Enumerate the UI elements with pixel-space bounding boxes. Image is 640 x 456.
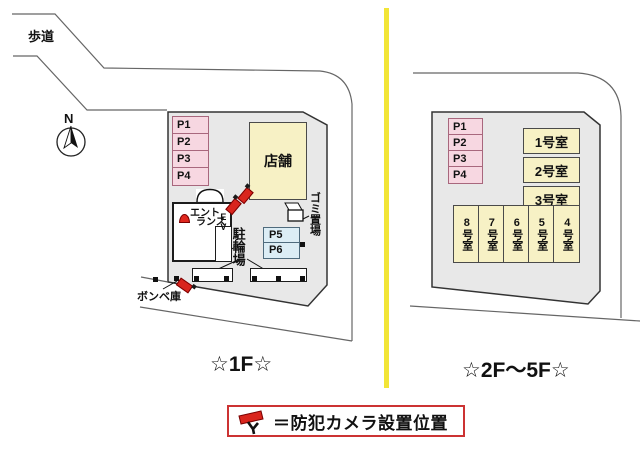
- parking-stall-p1-left: P1: [172, 116, 209, 134]
- sidewalk-label: 歩道: [28, 29, 55, 44]
- room-4-label: 4号室: [561, 217, 574, 251]
- panel-divider: [384, 8, 389, 388]
- parking-stall-p1-right: P1: [448, 118, 483, 135]
- room-7-label: 7号室: [485, 217, 498, 251]
- entrance-door-icon: [196, 188, 224, 203]
- elevator-shaft-box: [215, 226, 232, 262]
- parking-stall-p2-left: P2: [172, 133, 209, 151]
- bicycle-stand-right: [250, 268, 307, 282]
- road-lines-right: [409, 72, 640, 322]
- room-2: 2号室: [523, 157, 580, 183]
- parking-stall-p4-left: P4: [172, 167, 209, 186]
- room-6: 6号室: [503, 205, 529, 263]
- parking-stall-p2-right: P2: [448, 134, 483, 151]
- post-square: [153, 277, 158, 282]
- parking-stall-p3-left: P3: [172, 150, 209, 168]
- post-square: [252, 276, 257, 281]
- room-5: 5号室: [528, 205, 554, 263]
- compass-north-label: N: [64, 111, 74, 126]
- legend-camera-icon: [238, 410, 264, 435]
- floor-caption-1f: ☆1F☆: [210, 353, 273, 376]
- store-box: 店舗: [249, 122, 307, 200]
- post-square: [194, 276, 199, 281]
- room-8: 8号室: [453, 205, 479, 263]
- entrance-camera-dome-icon: [179, 214, 190, 223]
- post-square: [276, 276, 281, 281]
- garbage-box-icon: [284, 202, 310, 222]
- compass-icon: [56, 125, 86, 157]
- post-square: [300, 276, 305, 281]
- room-7: 7号室: [478, 205, 504, 263]
- room-8-label: 8号室: [460, 217, 473, 251]
- parking-stall-p3-right: P3: [448, 150, 483, 167]
- parking-stall-p5: P5: [263, 227, 300, 243]
- entrance-label-line2: ランス: [196, 217, 226, 228]
- garbage-area-label: ゴミ置場: [308, 192, 321, 236]
- post-square: [174, 276, 179, 281]
- room-6-label: 6号室: [510, 217, 523, 251]
- legend-box: ＝防犯カメラ設置位置: [227, 405, 465, 437]
- legend-text: ＝防犯カメラ設置位置: [273, 413, 448, 433]
- bicycle-parking-label: 駐輪場: [230, 227, 246, 266]
- post-square: [224, 276, 229, 281]
- floor-caption-2f-5f: ☆2F〜5F☆: [462, 359, 570, 382]
- room-5-label: 5号室: [535, 217, 548, 251]
- cylinder-storage-label: ボンベ庫: [137, 291, 181, 303]
- road-lines-left: [12, 13, 353, 342]
- bicycle-stand-left: [192, 268, 233, 282]
- room-1: 1号室: [523, 128, 580, 154]
- room-4: 4号室: [553, 205, 580, 263]
- store-label: 店舗: [264, 153, 292, 169]
- parking-stall-p6: P6: [263, 242, 300, 259]
- parking-stall-p4-right: P4: [448, 166, 483, 184]
- elevator-label: EV: [218, 212, 229, 232]
- post-square: [300, 242, 305, 247]
- entrance-label-line1: エント: [190, 208, 220, 219]
